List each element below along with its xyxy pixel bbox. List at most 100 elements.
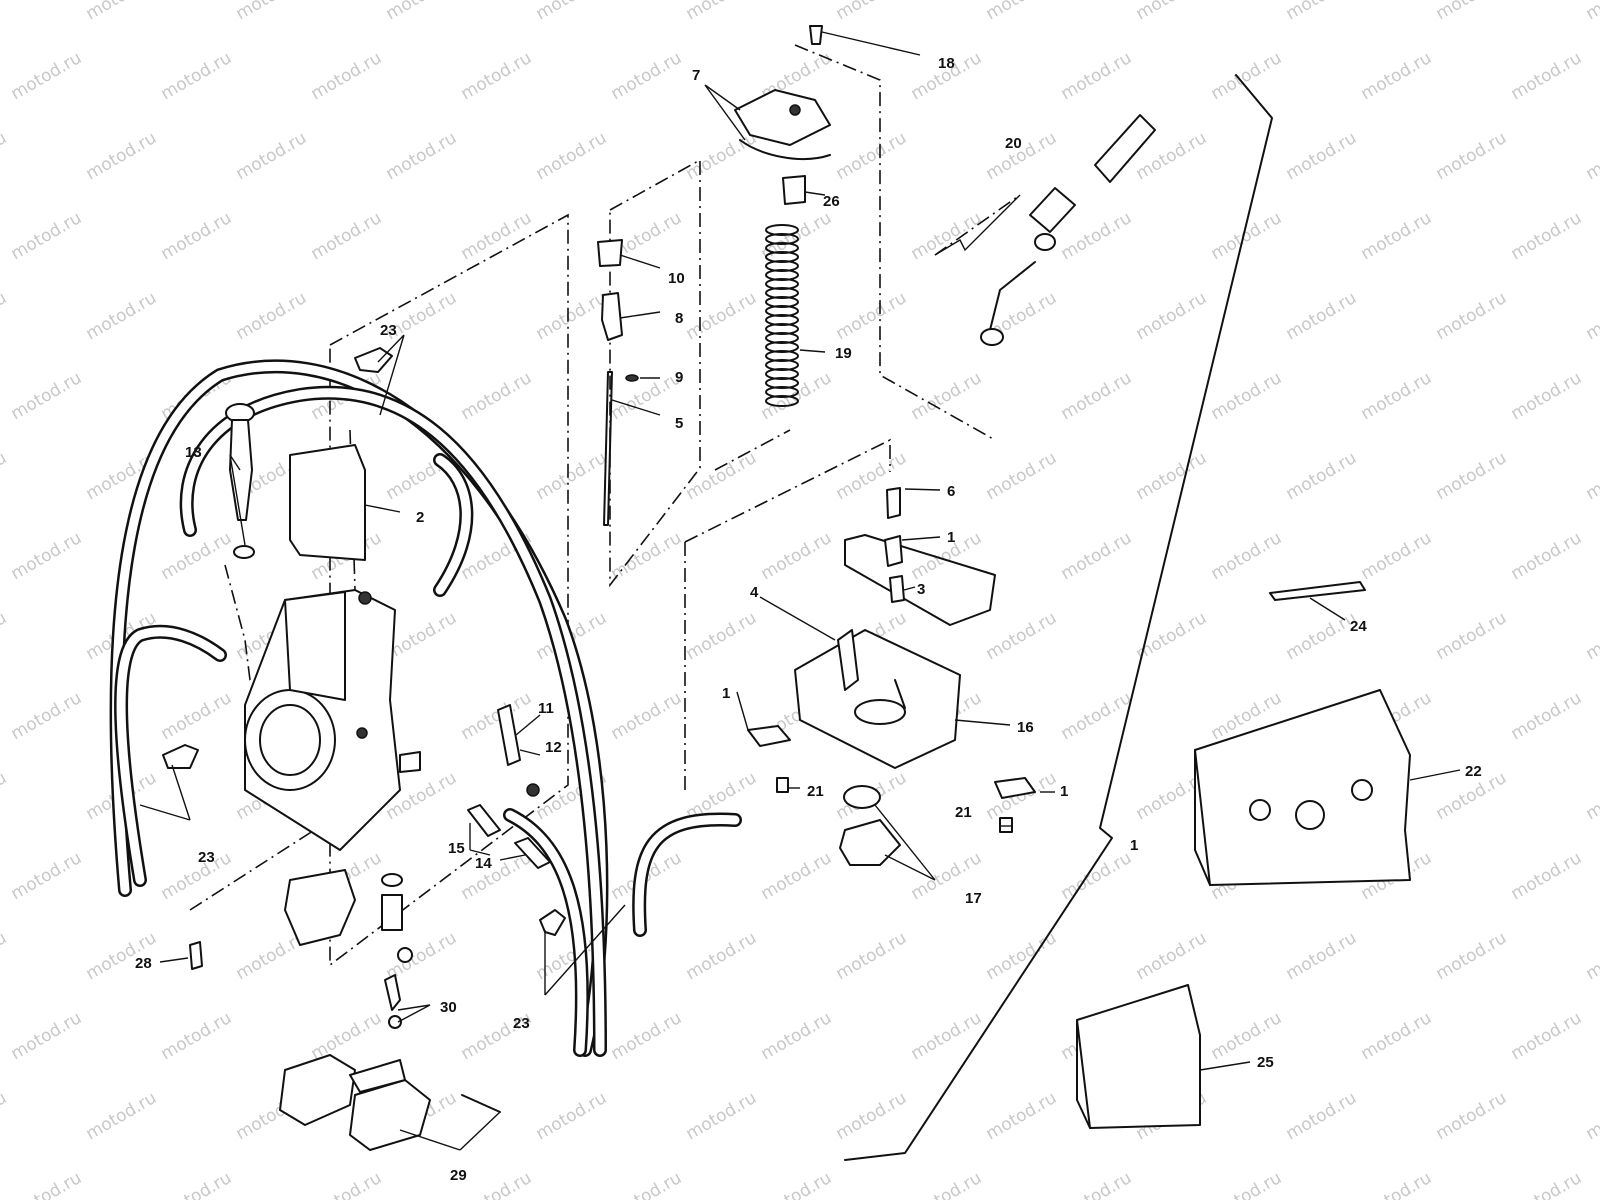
watermark-text: motod.ru xyxy=(1058,688,1136,744)
watermark-text: motod.ru xyxy=(533,1088,611,1144)
label-8: 8 xyxy=(675,310,683,327)
watermark-text: motod.ru xyxy=(683,128,761,184)
watermark-text: motod.ru xyxy=(683,288,761,344)
watermark-text: motod.ru xyxy=(158,1168,236,1200)
watermark-text: motod.ru xyxy=(533,288,611,344)
watermark-text: motod.ru xyxy=(1283,288,1361,344)
watermark-text: motod.ru xyxy=(1433,0,1511,24)
watermark-text: motod.ru xyxy=(1133,448,1211,504)
float-bowl-16 xyxy=(794,487,996,769)
watermark-text: motod.ru xyxy=(983,608,1061,664)
label-21-left: 21 xyxy=(807,783,824,800)
choke-cable-assembly-20 xyxy=(980,114,1156,346)
watermark-text: motod.ru xyxy=(833,288,911,344)
watermark-text: motod.ru xyxy=(1208,1168,1286,1200)
label-17: 17 xyxy=(965,890,982,907)
float-29 xyxy=(279,1054,501,1151)
watermark-text: motod.ru xyxy=(983,0,1061,24)
watermark-text: motod.ru xyxy=(8,208,86,264)
watermark-text: motod.ru xyxy=(1133,608,1211,664)
watermark-text: motod.ru xyxy=(458,848,536,904)
watermark-text: motod.ru xyxy=(1583,448,1600,504)
label-23-bottom: 23 xyxy=(513,1015,530,1032)
watermark-text: motod.ru xyxy=(233,128,311,184)
watermark-text: motod.ru xyxy=(1058,368,1136,424)
watermark-text: motod.ru xyxy=(758,848,836,904)
watermark-text: motod.ru xyxy=(1283,608,1361,664)
spring-19 xyxy=(765,224,799,407)
label-24: 24 xyxy=(1350,618,1367,635)
watermark-text: motod.ru xyxy=(83,128,161,184)
watermark-text: motod.ru xyxy=(1208,208,1286,264)
section-boundary-line xyxy=(844,74,1273,1161)
watermark-text: motod.ru xyxy=(308,48,386,104)
label-9: 9 xyxy=(675,369,683,386)
watermark-text: motod.ru xyxy=(1133,0,1211,24)
watermark-text: motod.ru xyxy=(0,288,10,344)
watermark-text: motod.ru xyxy=(1508,368,1586,424)
watermark-text: motod.ru xyxy=(458,688,536,744)
watermark-text: motod.ru xyxy=(308,208,386,264)
watermark-text: motod.ru xyxy=(1583,1088,1600,1144)
watermark-text: motod.ru xyxy=(1283,448,1361,504)
watermark-text: motod.ru xyxy=(1283,928,1361,984)
label-20: 20 xyxy=(1005,135,1022,152)
watermark-text: motod.ru xyxy=(1433,1088,1511,1144)
label-1-right: 1 xyxy=(1060,783,1068,800)
watermark-text: motod.ru xyxy=(1508,848,1586,904)
watermark-text: motod.ru xyxy=(1283,128,1361,184)
watermark-text: motod.ru xyxy=(983,448,1061,504)
watermark-text: motod.ru xyxy=(1433,928,1511,984)
watermark-text: motod.ru xyxy=(683,928,761,984)
leader-lines xyxy=(139,31,1461,1151)
watermark-text: motod.ru xyxy=(1433,288,1511,344)
watermark-text: motod.ru xyxy=(1358,528,1436,584)
watermark-text: motod.ru xyxy=(758,1008,836,1064)
watermark-text: motod.ru xyxy=(1358,48,1436,104)
small-parts xyxy=(162,347,566,970)
watermark-text: motod.ru xyxy=(758,528,836,584)
watermark-text: motod.ru xyxy=(0,0,10,24)
watermark-text: motod.ru xyxy=(1358,1168,1436,1200)
label-12: 12 xyxy=(545,739,562,756)
watermark-text: motod.ru xyxy=(983,1088,1061,1144)
kit-pouches xyxy=(1076,581,1411,1129)
label-14: 14 xyxy=(475,855,492,872)
watermark-text: motod.ru xyxy=(458,48,536,104)
watermark-text: motod.ru xyxy=(983,768,1061,824)
watermark-text: motod.ru xyxy=(758,1168,836,1200)
watermark-text: motod.ru xyxy=(0,608,10,664)
label-22: 22 xyxy=(1465,763,1482,780)
label-19: 19 xyxy=(835,345,852,362)
label-25: 25 xyxy=(1257,1054,1274,1071)
label-1-boundary: 1 xyxy=(1130,837,1138,854)
throttle-slide-2 xyxy=(289,444,366,561)
watermark-text: motod.ru xyxy=(908,1168,986,1200)
watermark-text: motod.ru xyxy=(908,368,986,424)
watermark-text: motod.ru xyxy=(1508,688,1586,744)
watermark-text: motod.ru xyxy=(1133,928,1211,984)
watermark-text: motod.ru xyxy=(1508,528,1586,584)
label-16: 16 xyxy=(1017,719,1034,736)
watermark-text: motod.ru xyxy=(0,768,10,824)
watermark-text: motod.ru xyxy=(0,1088,10,1144)
watermark-text: motod.ru xyxy=(8,48,86,104)
watermark-text: motod.ru xyxy=(158,528,236,584)
watermark-text: motod.ru xyxy=(1508,1008,1586,1064)
gaskets-screws xyxy=(747,725,1036,866)
label-1-upper: 1 xyxy=(947,529,955,546)
part-labels: 18 7 20 26 10 8 19 9 5 23 13 2 6 1 3 4 2… xyxy=(135,55,1482,1184)
watermark-text: motod.ru xyxy=(1583,928,1600,984)
watermark-text: motod.ru xyxy=(533,0,611,24)
watermark-text: motod.ru xyxy=(1058,48,1136,104)
watermark-text: motod.ru xyxy=(458,208,536,264)
watermark-text: motod.ru xyxy=(158,208,236,264)
watermark-text: motod.ru xyxy=(458,368,536,424)
watermark-text: motod.ru xyxy=(608,528,686,584)
label-6: 6 xyxy=(947,483,955,500)
watermark-text: motod.ru xyxy=(158,48,236,104)
float-parts xyxy=(284,869,413,1029)
watermark-text: motod.ru xyxy=(1358,208,1436,264)
watermark-text: motod.ru xyxy=(908,1008,986,1064)
